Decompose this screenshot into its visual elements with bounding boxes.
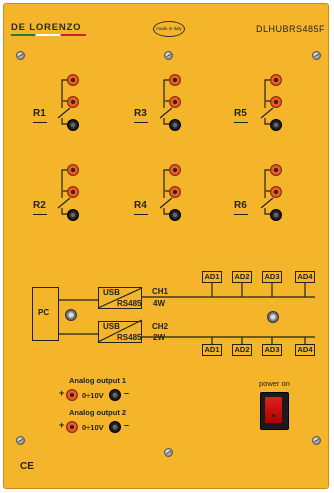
relay-r2-nc-jack[interactable] (67, 164, 79, 176)
model-number: DLHUBRS485F (255, 24, 325, 34)
converter2-rs485-label: RS485 (117, 333, 142, 342)
screw-icon (16, 51, 25, 60)
relay-label-r1: R1 (33, 108, 47, 123)
ce-mark: CE (20, 461, 34, 472)
relay-label-r5: R5 (234, 108, 248, 123)
relay-r1-nc-jack[interactable] (67, 74, 79, 86)
analog-output-1-plus: + (59, 388, 65, 398)
relay-r1-no-jack[interactable] (67, 119, 79, 131)
relay-label-r3: R3 (134, 108, 148, 123)
relay-r4-nc-jack[interactable] (169, 164, 181, 176)
power-switch[interactable] (265, 397, 282, 423)
pc-label: PC (38, 308, 50, 317)
screw-icon (16, 436, 25, 445)
screw-icon (312, 51, 321, 60)
relay-r1-com-jack[interactable] (67, 96, 79, 108)
relay-r6-nc-jack[interactable] (270, 164, 282, 176)
screw-icon (164, 448, 173, 457)
relay-r4-no-jack[interactable] (169, 209, 181, 221)
analog-output-1-range: 0÷10V (82, 391, 104, 400)
relay-r6-com-jack[interactable] (270, 186, 282, 198)
analog-output-2-negative-jack[interactable] (109, 421, 121, 433)
pc-box (32, 287, 59, 341)
power-on-label: power on (259, 379, 290, 388)
screw-icon (312, 436, 321, 445)
analog-output-1-positive-jack[interactable] (66, 389, 78, 401)
ground-terminal-left[interactable] (65, 309, 77, 321)
power-switch-indicator (272, 414, 275, 417)
relay-r3-com-jack[interactable] (169, 96, 181, 108)
made-in-italy-seal: made in Italy (153, 21, 185, 37)
ad-top-3: AD3 (262, 271, 282, 283)
relay-r2-com-jack[interactable] (67, 186, 79, 198)
analog-output-2-range: 0÷10V (82, 423, 104, 432)
screw-icon (164, 51, 173, 60)
ch1-wires-label: 4W (153, 299, 165, 308)
analog-output-2-positive-jack[interactable] (66, 421, 78, 433)
analog-output-1-minus: – (124, 388, 130, 398)
analog-output-2-minus: – (124, 420, 130, 430)
ad-top-4: AD4 (295, 271, 315, 283)
ad-bottom-3: AD3 (262, 344, 282, 356)
brand-logo: DE LORENZO (11, 22, 82, 33)
ad-bottom-2: AD2 (232, 344, 252, 356)
converter1-rs485-label: RS485 (117, 299, 142, 308)
ch2-label: CH2 (152, 322, 169, 331)
usb-rs485-converter-1 (98, 287, 142, 309)
ch2-wires-label: 2W (153, 333, 165, 342)
ad-top-1: AD1 (202, 271, 222, 283)
converter1-usb-label: USB (103, 288, 120, 297)
converter2-usb-label: USB (103, 322, 120, 331)
ad-bottom-1: AD1 (202, 344, 222, 356)
relay-label-r6: R6 (234, 200, 248, 215)
relay-r4-com-jack[interactable] (169, 186, 181, 198)
usb-rs485-converter-2 (98, 321, 142, 343)
relay-r5-nc-jack[interactable] (270, 74, 282, 86)
analog-output-2-label: Analog output 2 (69, 408, 127, 417)
ch1-label: CH1 (152, 287, 169, 296)
relay-r5-no-jack[interactable] (270, 119, 282, 131)
ground-terminal-right[interactable] (267, 311, 279, 323)
relay-label-r4: R4 (134, 200, 148, 215)
ad-top-2: AD2 (232, 271, 252, 283)
relay-r5-com-jack[interactable] (270, 96, 282, 108)
relay-r3-no-jack[interactable] (169, 119, 181, 131)
analog-output-2-plus: + (59, 420, 65, 430)
relay-r2-no-jack[interactable] (67, 209, 79, 221)
relay-r6-no-jack[interactable] (270, 209, 282, 221)
analog-output-1-label: Analog output 1 (69, 376, 127, 385)
brand-flag-stripe (11, 34, 86, 36)
relay-label-r2: R2 (33, 200, 47, 215)
ad-bottom-4: AD4 (295, 344, 315, 356)
relay-r3-nc-jack[interactable] (169, 74, 181, 86)
analog-output-1-negative-jack[interactable] (109, 389, 121, 401)
